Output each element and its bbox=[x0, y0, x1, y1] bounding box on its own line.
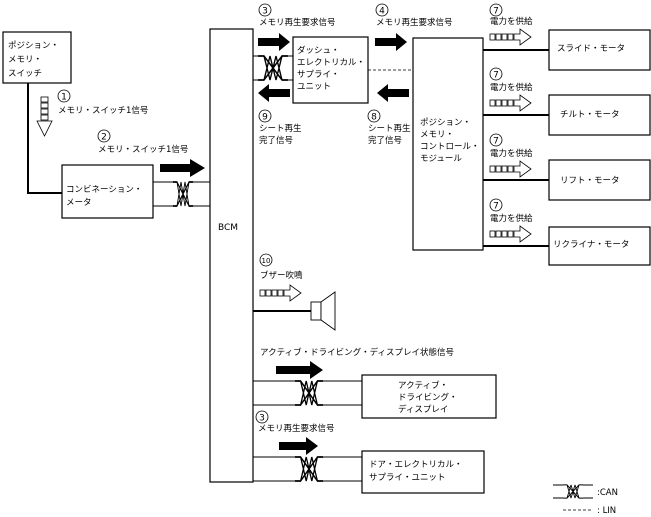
signal-8-badge bbox=[367, 109, 381, 123]
signal-3b-arrow bbox=[279, 437, 318, 455]
legend-lin-label: : LIN bbox=[597, 506, 616, 516]
signal-8-label-1: シート再生 bbox=[368, 123, 411, 134]
tilt-motor-box bbox=[548, 94, 651, 136]
power-supply-arrow bbox=[489, 225, 532, 243]
signal-4-arrow bbox=[375, 33, 407, 51]
buzzer-arrow bbox=[259, 284, 302, 302]
combination-meter-label-1: コンビネーション・ bbox=[66, 185, 142, 195]
signal-9-label-1: シート再生 bbox=[259, 123, 302, 134]
pmcm-label-4: モジュール bbox=[420, 154, 462, 164]
signal-3b-number: 3 bbox=[259, 414, 265, 424]
pmcm-label-2: メモリ・ bbox=[420, 130, 454, 140]
lift-motor-box bbox=[548, 159, 651, 201]
signal-4-number: 4 bbox=[379, 7, 385, 17]
signal-2-number: 2 bbox=[101, 133, 107, 143]
pmcm-label-1: ポジション・ bbox=[420, 118, 471, 128]
dash-esu-label-4: ユニット bbox=[297, 82, 331, 92]
motor-row-tilt: 7 電力を供給 チルト・モータ bbox=[483, 67, 651, 136]
motor-row-recliner: 7 電力を供給 リクライナ・モータ bbox=[483, 198, 651, 266]
power-supply-arrow bbox=[489, 28, 532, 46]
add-label-2: ドライビング・ bbox=[398, 392, 458, 403]
signal-3b-badge bbox=[255, 410, 269, 424]
combination-meter-box bbox=[61, 164, 154, 219]
motor-row-slide: 7 電力を供給 スライド・モータ bbox=[483, 3, 651, 71]
legend-can-label: :CAN bbox=[597, 488, 618, 498]
signal-3-arrow bbox=[258, 33, 290, 51]
dash-esu-label-3: サプライ・ bbox=[297, 70, 340, 80]
bcm-box bbox=[209, 28, 254, 483]
add-label-1: アクティブ・ bbox=[398, 380, 448, 391]
signal-7-label: 電力を供給 bbox=[490, 16, 533, 27]
slide-motor-label: スライド・モータ bbox=[557, 44, 625, 54]
dash-electrical-supply-unit-box bbox=[292, 36, 369, 104]
signal-3b-label: メモリ再生要求信号 bbox=[258, 423, 335, 434]
signal-7-label: 電力を供給 bbox=[490, 213, 533, 224]
can-twist-bcm-add bbox=[294, 380, 324, 406]
signal-4-badge bbox=[375, 3, 389, 17]
signal-3-number: 3 bbox=[262, 7, 268, 17]
signal-8-label-2: 完了信号 bbox=[368, 135, 402, 146]
signal-7-number: 7 bbox=[493, 137, 499, 147]
can-twist-bcm-dash bbox=[257, 55, 289, 81]
slide-motor-box bbox=[548, 29, 651, 71]
signal-2-label: メモリ・スイッチ1信号 bbox=[98, 144, 188, 155]
switch-to-meter-wire bbox=[27, 83, 62, 194]
signal-4-label: メモリ再生要求信号 bbox=[376, 17, 453, 28]
position-memory-switch-label-2: メモリ・ bbox=[8, 55, 42, 65]
door-esu-label-2: サプライ・ユニット bbox=[369, 473, 446, 483]
signal-1-label: メモリ・スイッチ1信号 bbox=[58, 105, 148, 116]
signal-1-number: 1 bbox=[61, 93, 67, 103]
signal-8-arrow bbox=[377, 84, 409, 102]
add-signal-arrow bbox=[276, 361, 323, 379]
motor-row-lift: 7 電力を供給 リフト・モータ bbox=[483, 133, 651, 201]
add-label-3: ディスプレイ bbox=[398, 404, 448, 415]
signal-2-arrow bbox=[160, 159, 205, 177]
signal-8-number: 8 bbox=[371, 113, 377, 123]
signal-1-arrow bbox=[36, 96, 53, 137]
active-driving-display-box bbox=[361, 374, 497, 419]
signal-3-label: メモリ再生要求信号 bbox=[259, 17, 336, 28]
lift-motor-label: リフト・モータ bbox=[560, 176, 620, 186]
signal-10-label: ブザー吹鳴 bbox=[260, 270, 303, 281]
position-memory-switch-label-1: ポジション・ bbox=[8, 41, 59, 51]
door-esu-label-1: ドア・エレクトリカル・ bbox=[369, 460, 463, 470]
recliner-motor-label: リクライナ・モータ bbox=[553, 240, 629, 250]
position-memory-switch-label-3: スイッチ bbox=[8, 69, 42, 79]
signal-9-badge bbox=[258, 109, 272, 123]
dash-esu-label-1: ダッシュ・ bbox=[297, 45, 340, 56]
signal-3-badge bbox=[258, 3, 272, 17]
signal-9-number: 9 bbox=[262, 113, 268, 123]
recliner-motor-box bbox=[548, 226, 651, 266]
bcm-label: BCM bbox=[218, 223, 238, 233]
signal-7-number: 7 bbox=[493, 202, 499, 212]
add-state-signal-label: アクティブ・ドライビング・ディスプレイ状態信号 bbox=[260, 347, 454, 358]
signal-1-badge bbox=[57, 89, 71, 103]
position-memory-switch-box bbox=[2, 31, 72, 84]
buzzer-speaker-icon bbox=[310, 291, 336, 331]
signal-7-number: 7 bbox=[493, 71, 499, 81]
legend: :CAN : LIN bbox=[553, 484, 618, 516]
pmcm-label-3: コントロール・ bbox=[420, 142, 480, 152]
dash-esu-label-2: エレクトリカル・ bbox=[297, 58, 365, 68]
signal-9-arrow bbox=[258, 84, 290, 102]
can-twist-meter-bcm bbox=[172, 181, 194, 207]
can-twist-bcm-door bbox=[294, 456, 324, 482]
signal-2-badge bbox=[97, 129, 111, 143]
door-electrical-supply-unit-box bbox=[361, 450, 485, 494]
signal-7-number: 7 bbox=[493, 7, 499, 17]
tilt-motor-label: チルト・モータ bbox=[560, 110, 620, 120]
signal-10-number: 10 bbox=[262, 257, 271, 265]
combination-meter-label-2: メータ bbox=[66, 198, 92, 208]
position-memory-control-module-box bbox=[412, 37, 484, 251]
signal-10-badge bbox=[259, 253, 273, 267]
signal-9-label-2: 完了信号 bbox=[259, 135, 293, 146]
power-supply-arrow bbox=[489, 94, 532, 112]
power-supply-arrow bbox=[489, 160, 532, 178]
can-legend-icon bbox=[562, 484, 584, 499]
signal-7-label: 電力を供給 bbox=[490, 82, 533, 93]
signal-7-label: 電力を供給 bbox=[490, 148, 533, 159]
